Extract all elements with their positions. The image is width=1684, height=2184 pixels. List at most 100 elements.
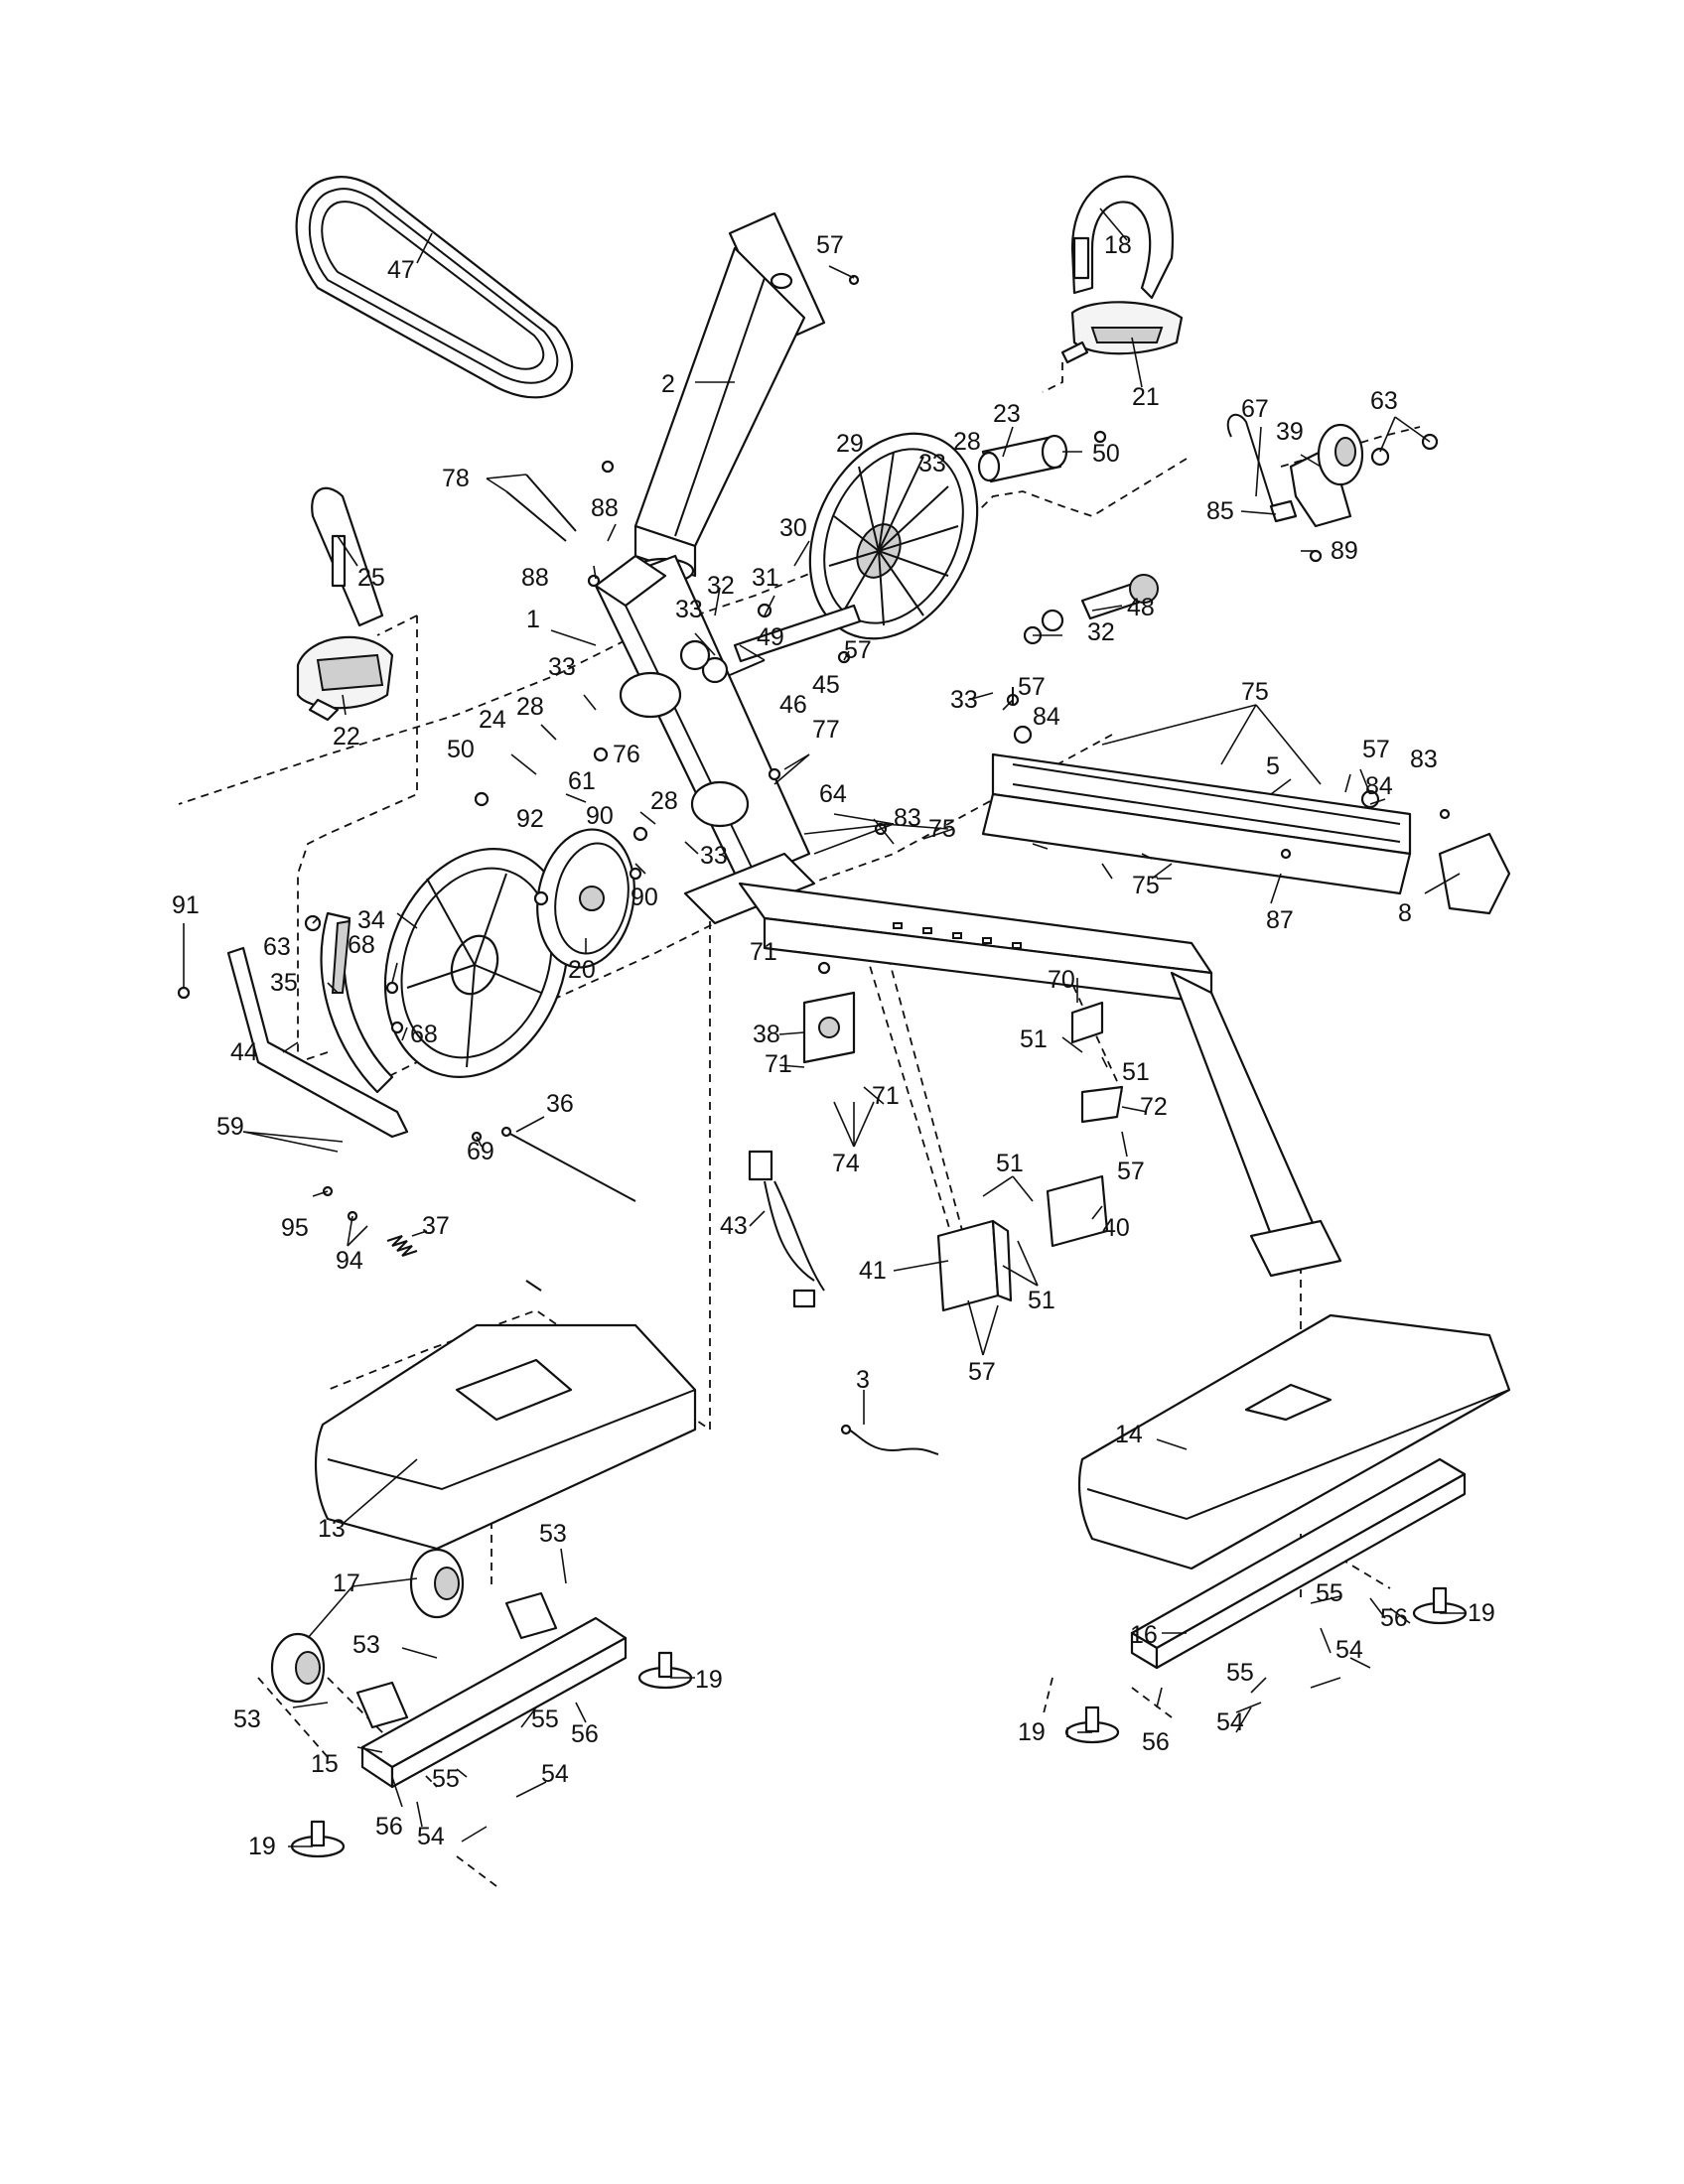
callout-92: 92 — [516, 805, 544, 833]
callout-87: 87 — [1266, 906, 1294, 934]
callout-33: 33 — [950, 686, 978, 714]
callout-57: 57 — [844, 636, 872, 664]
callout-16: 16 — [1130, 1621, 1158, 1649]
bracket-rear — [1070, 1001, 1124, 1124]
callout-53: 53 — [352, 1631, 380, 1659]
callout-90: 90 — [586, 802, 614, 830]
callout-61: 61 — [568, 767, 596, 795]
callout-71: 71 — [872, 1082, 900, 1110]
callout-51: 51 — [1020, 1025, 1048, 1053]
callout-75: 75 — [928, 815, 956, 843]
callout-84: 84 — [1033, 703, 1060, 731]
callout-28: 28 — [516, 693, 544, 721]
callout-67: 67 — [1241, 395, 1269, 423]
callout-36: 36 — [546, 1090, 574, 1118]
rail-end-cap — [1438, 832, 1511, 915]
callout-28: 28 — [650, 787, 678, 815]
callout-77: 77 — [812, 716, 840, 744]
callout-34: 34 — [357, 906, 385, 934]
callout-3: 3 — [856, 1366, 870, 1394]
tension-rod — [500, 1126, 636, 1202]
callout-54: 54 — [541, 1760, 569, 1788]
callout-25: 25 — [357, 564, 385, 592]
callout-35: 35 — [270, 969, 298, 997]
callout-64: 64 — [819, 780, 847, 808]
pedal-right — [1060, 301, 1184, 364]
callout-24: 24 — [479, 706, 506, 734]
callout-94: 94 — [336, 1247, 363, 1275]
callout-labels: 47 57 18 2 21 23 67 63 39 29 33 28 50 78… — [172, 231, 1495, 1860]
callout-44: 44 — [230, 1038, 258, 1066]
front-stabilizer — [355, 1591, 628, 1789]
callout-88: 88 — [521, 564, 549, 592]
callout-5: 5 — [1266, 752, 1280, 780]
flywheel — [383, 848, 570, 1078]
callout-19: 19 — [248, 1833, 276, 1860]
pedal-left — [296, 635, 394, 722]
callout-31: 31 — [752, 564, 779, 592]
callout-23: 23 — [993, 400, 1021, 428]
callout-72: 72 — [1140, 1093, 1168, 1121]
callout-63: 63 — [263, 933, 291, 961]
magnet-brake — [320, 911, 394, 1094]
pulley-axle — [679, 604, 862, 684]
callout-54: 54 — [1216, 1708, 1244, 1736]
callout-47: 47 — [387, 256, 415, 284]
transport-wheels — [270, 1548, 465, 1704]
callout-18: 18 — [1104, 231, 1132, 259]
callout-45: 45 — [812, 671, 840, 699]
idler-bracket — [1289, 423, 1439, 528]
small-pulley — [536, 828, 635, 969]
callout-85: 85 — [1206, 497, 1234, 525]
callout-54: 54 — [1335, 1636, 1363, 1664]
callout-71: 71 — [750, 938, 777, 966]
callout-29: 29 — [836, 430, 864, 458]
callout-54: 54 — [417, 1823, 445, 1850]
drive-belt — [295, 176, 574, 399]
callout-88: 88 — [591, 494, 619, 522]
callout-63: 63 — [1370, 387, 1398, 415]
callout-33: 33 — [548, 653, 576, 681]
callout-19: 19 — [695, 1666, 723, 1694]
callout-69: 69 — [467, 1138, 494, 1165]
callout-57: 57 — [968, 1358, 996, 1386]
crank-arm-right — [977, 434, 1068, 483]
callout-78: 78 — [442, 465, 470, 492]
rear-stabilizer — [1130, 1457, 1467, 1670]
callout-43: 43 — [720, 1212, 748, 1240]
callout-19: 19 — [1468, 1599, 1495, 1627]
rear-cover — [1077, 1313, 1511, 1570]
callout-83: 83 — [894, 804, 921, 832]
callout-19: 19 — [1018, 1718, 1046, 1746]
callout-40: 40 — [1102, 1214, 1130, 1242]
callout-55: 55 — [531, 1706, 559, 1733]
callout-56: 56 — [571, 1720, 599, 1748]
callout-51: 51 — [996, 1150, 1024, 1177]
leader-lines — [183, 207, 1465, 1847]
callout-90: 90 — [631, 884, 658, 911]
callout-71: 71 — [765, 1050, 792, 1078]
callout-50: 50 — [1092, 440, 1120, 468]
callout-50: 50 — [447, 736, 475, 763]
callout-30: 30 — [779, 514, 807, 542]
brake-arm — [226, 946, 409, 1139]
callout-89: 89 — [1331, 537, 1358, 565]
callout-39: 39 — [1276, 418, 1304, 446]
callout-32: 32 — [707, 572, 735, 600]
bracket — [802, 991, 856, 1064]
callout-95: 95 — [281, 1214, 309, 1242]
callout-33: 33 — [700, 842, 728, 870]
callout-17: 17 — [333, 1570, 360, 1597]
callout-59: 59 — [216, 1113, 244, 1141]
callout-15: 15 — [311, 1750, 339, 1778]
callout-8: 8 — [1398, 899, 1412, 927]
callout-84: 84 — [1365, 772, 1393, 800]
callout-28: 28 — [953, 428, 981, 456]
callout-57: 57 — [1018, 673, 1046, 701]
callout-83: 83 — [1410, 746, 1438, 773]
callout-75: 75 — [1241, 678, 1269, 706]
callout-37: 37 — [422, 1212, 450, 1240]
callout-14: 14 — [1115, 1421, 1143, 1448]
callout-1: 1 — [526, 606, 540, 633]
